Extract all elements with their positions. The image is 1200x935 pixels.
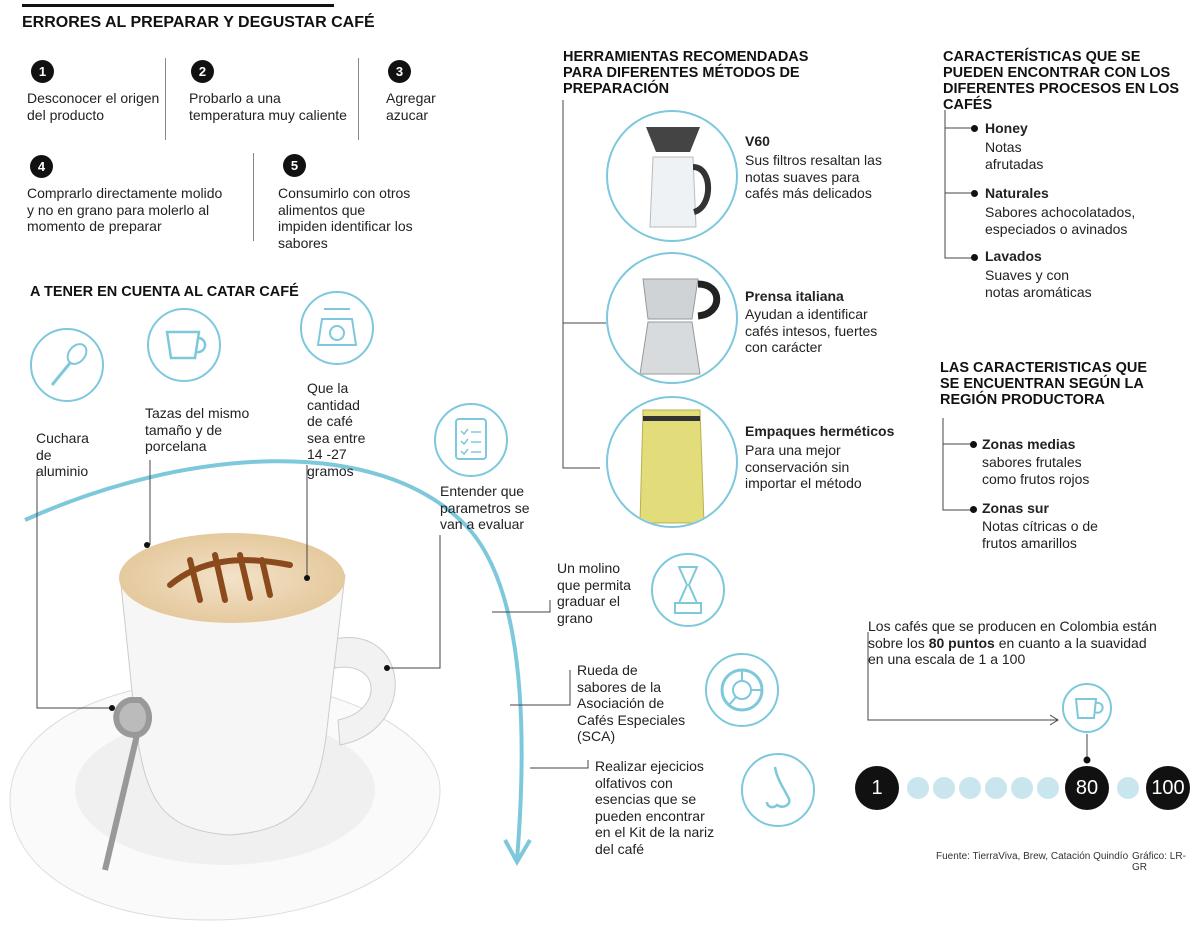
bullet (970, 441, 977, 448)
process-name: Naturales (985, 185, 1049, 201)
process-text: Sabores achocolatados, especiados o avin… (985, 204, 1136, 237)
v60-image (606, 110, 738, 242)
tasting-item-grinder: Un molino que permita graduar el grano (557, 560, 631, 626)
region-name: Zonas sur (982, 500, 1049, 516)
region-text: sabores frutales como frutos rojos (982, 454, 1090, 487)
scale-text: Los cafés que se producen en Colombia es… (868, 618, 1158, 668)
errors-title: ERRORES AL PREPARAR Y DEGUSTAR CAFÉ (22, 14, 375, 31)
tasting-item-nose: Realizar ejecicios olfativos con esencia… (595, 758, 715, 857)
number-badge: 2 (191, 60, 214, 83)
connector-spoon (36, 470, 112, 709)
error-item-4: Comprarlo directamente molido y no en gr… (27, 185, 223, 234)
tasting-title: A TENER EN CUENTA AL CATAR CAFÉ (30, 284, 299, 300)
scale-dot (1117, 777, 1139, 799)
cup-handle (329, 637, 396, 746)
scale-dot (959, 777, 981, 799)
tool-name: V60 (745, 133, 770, 149)
cup-icon (1062, 683, 1112, 733)
tasting-item-scale: Que la cantidad de café sea entre 14 -27… (307, 380, 366, 479)
regions-title: LAS CARACTERISTICAS QUE SE ENCUENTRAN SE… (940, 360, 1148, 408)
error-item-2: Probarlo a una temperatura muy caliente (189, 90, 347, 123)
clipboard-icon (434, 403, 508, 477)
region-name: Zonas medias (982, 436, 1076, 452)
number-badge: 5 (283, 154, 306, 177)
scale-dot (933, 777, 955, 799)
process-text: Notas afrutadas (985, 139, 1044, 172)
flavor-wheel-icon (705, 653, 779, 727)
scale-dot (907, 777, 929, 799)
scale-marker: 80 (1065, 766, 1109, 810)
scale-min: 1 (855, 766, 899, 810)
scale-icon (300, 291, 374, 365)
process-name: Lavados (985, 248, 1042, 264)
tasting-item-clipboard: Entender que parametros se van a evaluar (440, 483, 530, 532)
divider (358, 58, 359, 140)
scale-dot (1011, 777, 1033, 799)
connector-tools (562, 100, 606, 469)
connector-wheel (510, 670, 571, 706)
scale-max: 100 (1146, 766, 1190, 810)
tools-title: HERRAMIENTAS RECOMENDADAS PARA DIFERENTE… (563, 49, 809, 97)
process-text: Suaves y con notas aromáticas (985, 267, 1092, 300)
connector-regions (942, 418, 975, 511)
latte-art (167, 552, 293, 603)
cup-foam (119, 533, 345, 623)
processes-title: CARACTERÍSTICAS QUE SE PUEDEN ENCONTRAR … (943, 49, 1180, 113)
region-text: Notas cítricas o de frutos amarillos (982, 518, 1098, 551)
connector-nose (530, 760, 589, 769)
bullet (971, 125, 978, 132)
divider (253, 153, 254, 241)
cup-body (119, 574, 346, 836)
moka-pot-image (606, 252, 738, 384)
tool-text: Ayudan a identificar cafés intesos, fuer… (745, 306, 878, 355)
connector-clipboard (387, 535, 441, 669)
coffee-bag-image (606, 396, 738, 528)
scale-dot (985, 777, 1007, 799)
bullet (971, 190, 978, 197)
cup-icon (147, 308, 221, 382)
scale-text-b: en cuanto a la suavidad en una escala de… (868, 634, 1147, 668)
spoon-icon (30, 328, 104, 402)
tasting-item-wheel: Rueda de sabores de la Asociación de Caf… (577, 662, 686, 744)
tool-name: Empaques herméticos (745, 423, 895, 439)
divider (165, 58, 166, 140)
scale-text-bold: 80 puntos (928, 634, 995, 651)
error-item-5: Consumirlo con otros alimentos que impid… (278, 185, 413, 251)
top-rule (22, 4, 334, 7)
error-item-3: Agregar azucar (386, 90, 436, 123)
process-name: Honey (985, 120, 1028, 136)
spoon (102, 697, 152, 871)
tool-text: Para una mejor conservación sin importar… (745, 442, 862, 491)
blue-arc-arrow (24, 459, 532, 867)
tool-text: Sus filtros resaltan las notas suaves pa… (745, 152, 882, 201)
error-item-1: Desconocer el origen del producto (27, 90, 160, 123)
grinder-icon (651, 553, 725, 627)
tasting-item-spoon: Cuchara de aluminio (36, 430, 89, 479)
tool-name: Prensa italiana (745, 288, 844, 304)
bullet (971, 254, 978, 261)
number-badge: 1 (31, 60, 54, 83)
scale-text-a: Los cafés que se producen en Colombia es… (868, 618, 1157, 651)
nose-icon (741, 753, 815, 827)
number-badge: 4 (30, 155, 53, 178)
bullet (970, 506, 977, 513)
source: Fuente: TierraViva, Brew, Catación Quind… (936, 851, 1129, 862)
tasting-item-cup: Tazas del mismo tamaño y de porcelana (145, 405, 250, 454)
connector-grinder (492, 600, 551, 613)
credit: Gráfico: LR-GR (1132, 851, 1186, 873)
connector-processes (944, 110, 975, 259)
connector-scale-arrow (867, 632, 1059, 726)
number-badge: 3 (388, 60, 411, 83)
scale-dot (1037, 777, 1059, 799)
